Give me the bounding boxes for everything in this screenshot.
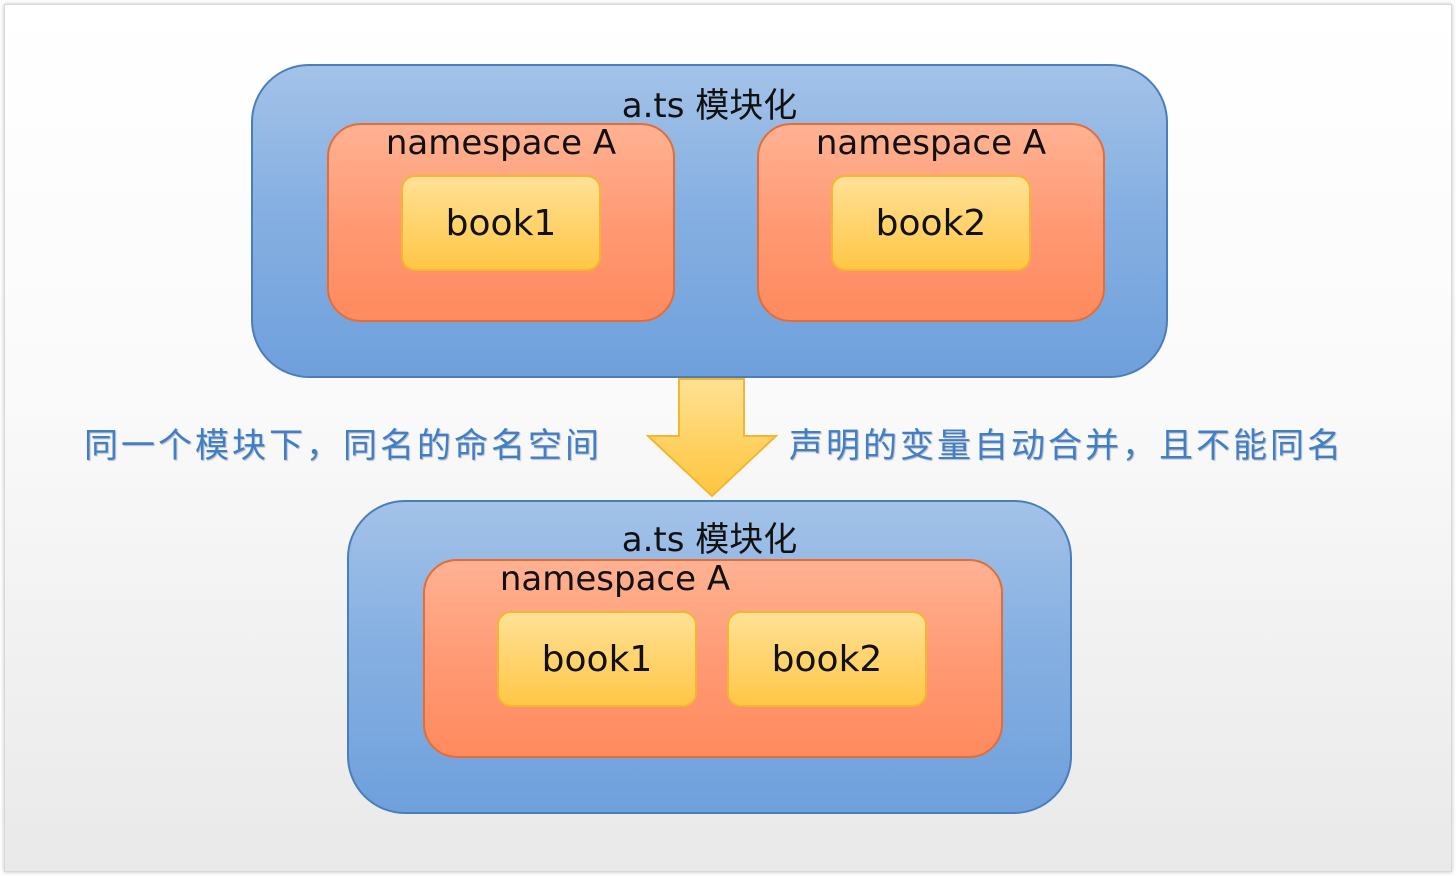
top-module: a.ts 模块化 namespace A book1 namespace A b… (251, 64, 1168, 378)
caption-right: 声明的变量自动合并，且不能同名 (789, 426, 1344, 466)
top-module-title: a.ts 模块化 (621, 86, 798, 126)
top-namespace-2: namespace A book2 (757, 123, 1105, 322)
top-namespace-1: namespace A book1 (327, 123, 675, 322)
top-namespace-2-title: namespace A (815, 123, 1047, 163)
caption-left: 同一个模块下，同名的命名空间 (84, 426, 602, 466)
bottom-module: a.ts 模块化 namespace A book1 book2 (347, 500, 1072, 814)
top-book-1: book1 (401, 175, 601, 271)
top-book-2: book2 (831, 175, 1031, 271)
bottom-book-2: book2 (727, 611, 927, 707)
bottom-book-1: book1 (497, 611, 697, 707)
down-arrow-icon (646, 378, 778, 498)
bottom-namespace-title: namespace A (499, 559, 731, 599)
bottom-namespace: namespace A book1 book2 (423, 559, 1003, 758)
top-namespace-1-title: namespace A (385, 123, 617, 163)
bottom-module-title: a.ts 模块化 (621, 520, 798, 560)
